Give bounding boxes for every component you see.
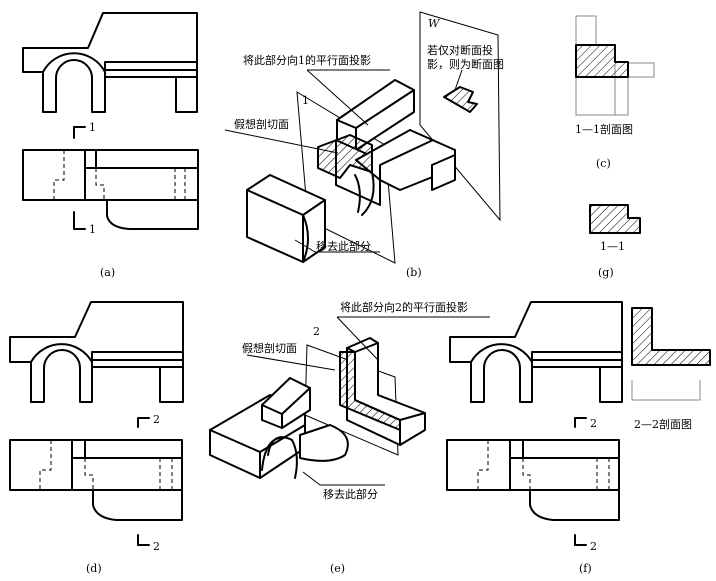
- caption-a: (a): [100, 266, 115, 279]
- view-f-top: [446, 439, 620, 521]
- caption-g: (g): [598, 266, 614, 279]
- section-1-label: 1: [89, 121, 96, 134]
- view-a-top: [22, 149, 199, 230]
- label-section-view-2: 2—2剖面图: [634, 417, 692, 431]
- view-f-cut-marker-top: 2: [574, 417, 597, 430]
- plane-1-label: 1: [302, 94, 309, 107]
- view-f: 2—2剖面图 2 2 (f): [446, 301, 711, 575]
- caption-d: (d): [86, 562, 102, 575]
- caption-f: (f): [579, 562, 592, 575]
- cut-face-e: [339, 351, 401, 431]
- removed-part-e: [339, 337, 426, 446]
- label-imagined-plane-e: 假想剖切面: [242, 341, 297, 355]
- view-d-cut-marker-top: 2: [137, 413, 160, 428]
- view-a: 1 1 (a): [22, 12, 199, 279]
- leaders-b: [224, 69, 463, 253]
- view-g: 1—1 (g): [589, 204, 641, 279]
- caption-c: (c): [596, 157, 611, 170]
- view-b: 1 W 将此部分向1的平: [224, 11, 504, 279]
- projected-section-on-w: [443, 86, 478, 113]
- label-cut-1: 1—1: [600, 240, 625, 253]
- removed-part-b: [246, 174, 326, 263]
- view-e: 2 将此部分向2的平行面投影 假想剖切面 移去此部分 (e): [209, 300, 490, 575]
- view-f-front: [449, 301, 623, 403]
- leaders-e: [246, 316, 490, 486]
- view-c: 1—1剖面图 (c): [575, 15, 655, 170]
- view-a-cut-marker-bottom: 1: [73, 211, 96, 236]
- view-d: 2 2 (d): [9, 301, 184, 575]
- label-imagined-plane-b: 假想剖切面: [234, 117, 289, 131]
- caption-b: (b): [406, 266, 422, 279]
- view-d-front: [9, 301, 184, 403]
- label-section-only-1: 若仅对断面投: [427, 43, 493, 57]
- label-section-only-2: 影，则为断面图: [427, 57, 504, 71]
- remaining-part-b: [317, 79, 456, 216]
- caption-e: (e): [330, 562, 345, 575]
- section-1-label-bottom: 1: [89, 223, 96, 236]
- view-f-cut-marker-bottom: 2: [574, 534, 597, 553]
- projection-plane-w: W: [419, 11, 501, 222]
- view-d-top: [9, 439, 183, 521]
- section-2-label-f-bottom: 2: [590, 540, 597, 553]
- view-d-cut-marker-bottom: 2: [137, 534, 160, 553]
- section-1-1-hatch: [575, 44, 629, 78]
- section-2-label-f: 2: [590, 417, 597, 430]
- label-project-part-2: 将此部分向2的平行面投影: [340, 300, 468, 314]
- plane-2-label: 2: [313, 325, 320, 338]
- remaining-part-e: [209, 377, 349, 479]
- section-2-2-hatch: [631, 307, 711, 366]
- plane-w-label: W: [428, 17, 441, 30]
- label-project-part-1: 将此部分向1的平行面投影: [243, 53, 371, 67]
- section-2-label: 2: [153, 413, 160, 426]
- section-2-label-bottom: 2: [153, 540, 160, 553]
- section-view-2-2: 2—2剖面图: [631, 307, 711, 431]
- cut-1-1-hatch: [589, 204, 641, 234]
- label-remove-part-e: 移去此部分: [323, 487, 378, 501]
- label-remove-part-b: 移去此部分: [316, 239, 371, 253]
- view-a-cut-marker-top: 1: [73, 121, 96, 139]
- label-section-view-1: 1—1剖面图: [575, 122, 633, 136]
- view-a-front: [22, 12, 198, 113]
- cut-face-b: [317, 134, 373, 179]
